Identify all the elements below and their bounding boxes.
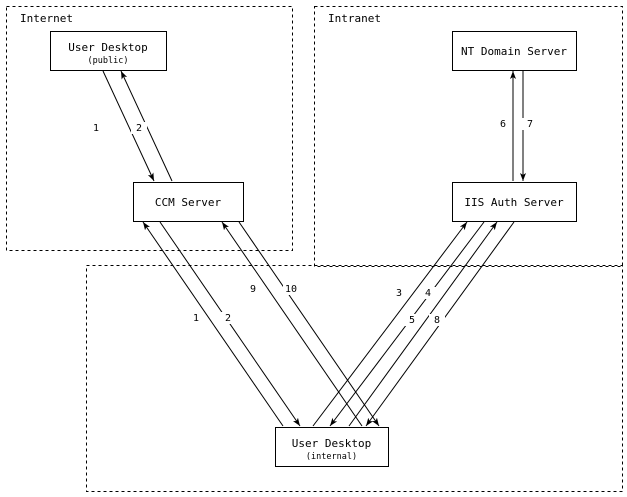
node-user-desktop-internal[interactable]: User Desktop (internal) — [274, 426, 390, 468]
node-box-nt-domain-server — [451, 30, 578, 72]
node-title-ccm-server: CCM Server — [155, 196, 222, 209]
edge-label-backing-e1b — [188, 312, 204, 324]
edge-label-e6: 6 — [500, 119, 506, 130]
node-title-iis-auth-server: IIS Auth Server — [464, 196, 564, 209]
connector-e5 — [348, 221, 498, 427]
edge-label-e5: 5 — [409, 315, 415, 326]
node-group: User Desktop (public) CCM Server NT Domain … — [49, 30, 578, 468]
node-title-user-desktop-internal: User Desktop — [292, 437, 371, 450]
edge-label-backing-e8 — [429, 314, 445, 326]
node-box-ccm-server — [132, 181, 245, 223]
connector-e9 — [221, 221, 363, 427]
edge-label-backing-e2 — [131, 122, 147, 134]
node-title-user-desktop-public: User Desktop — [68, 41, 147, 54]
edge-label-e3: 3 — [396, 288, 402, 299]
zone-boundary-internal-lan — [86, 265, 623, 492]
node-ccm-server[interactable]: CCM Server — [132, 181, 245, 223]
node-box-user-desktop-public — [49, 30, 168, 72]
zone-boundary-intranet — [314, 6, 623, 267]
zone-boundary-internet — [6, 6, 293, 251]
edge-label-e7: 7 — [527, 119, 533, 130]
edge-label-backing-e1 — [88, 122, 104, 134]
edge-label-backing-e2b — [220, 312, 236, 324]
zone-label-internet: Internet — [20, 12, 73, 25]
edge-label-backing-e3 — [391, 287, 407, 299]
edge-label-e2: 2 — [136, 123, 142, 134]
node-user-desktop-public[interactable]: User Desktop (public) — [49, 30, 168, 72]
edge-label-e8: 8 — [434, 315, 440, 326]
connector-e1 — [102, 70, 155, 182]
zone-group: Internet Intranet — [6, 6, 623, 492]
node-title-nt-domain-server: NT Domain Server — [461, 45, 567, 58]
edge-label-backing-e10 — [283, 283, 299, 295]
node-box-user-desktop-internal — [274, 426, 390, 468]
connector-e3 — [312, 221, 468, 427]
edge-label-backing-e6 — [495, 118, 511, 130]
node-nt-domain-server[interactable]: NT Domain Server — [451, 30, 578, 72]
edge-label-e9: 9 — [250, 284, 256, 295]
zone-label-intranet: Intranet — [328, 12, 381, 25]
node-iis-auth-server[interactable]: IIS Auth Server — [451, 181, 578, 223]
edge-label-group: 1 2 1 2 9 10 6 7 3 4 5 8 — [88, 118, 538, 326]
connector-e1b — [142, 221, 284, 427]
connector-e10 — [238, 221, 380, 427]
edge-label-backing-e7 — [522, 118, 538, 130]
edge-label-e2b: 2 — [225, 313, 231, 324]
edge-group — [102, 70, 526, 427]
node-subtitle-user-desktop-internal: (internal) — [306, 452, 357, 462]
edge-label-backing-e9 — [245, 283, 261, 295]
edge-label-backing-e4 — [420, 287, 436, 299]
edge-label-e4: 4 — [425, 288, 431, 299]
edge-label-e10: 10 — [285, 284, 297, 295]
edge-label-e1b: 1 — [193, 313, 199, 324]
node-box-iis-auth-server — [451, 181, 578, 223]
edge-label-backing-e5 — [404, 314, 420, 326]
node-subtitle-user-desktop-public: (public) — [88, 56, 129, 66]
edge-label-e1: 1 — [93, 123, 99, 134]
